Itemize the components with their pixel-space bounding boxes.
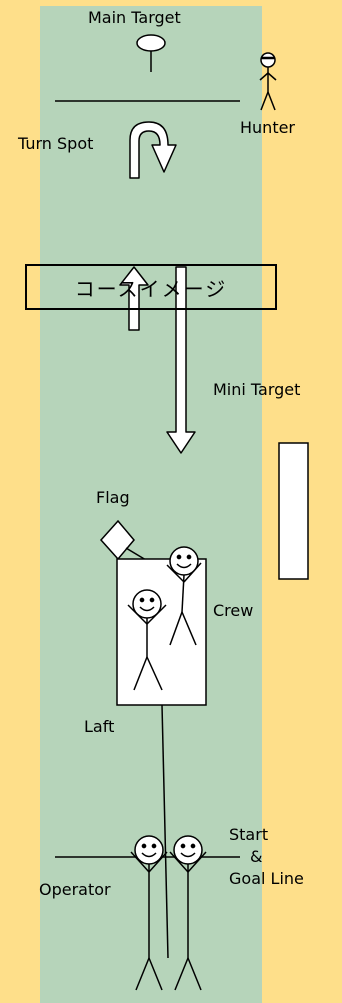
course-image-box: コースイメージ <box>25 264 277 310</box>
crew-label: Crew <box>213 603 253 619</box>
flag-label: Flag <box>96 490 130 506</box>
turn-spot-label: Turn Spot <box>18 136 93 152</box>
start-label: Start <box>229 827 268 843</box>
operator-label: Operator <box>39 882 111 898</box>
hunter-label: Hunter <box>240 120 295 136</box>
main-target-label: Main Target <box>88 10 181 26</box>
goal-line-label: Goal Line <box>229 871 304 887</box>
mini-target-icon <box>279 443 308 579</box>
laft-label: Laft <box>84 719 114 735</box>
ampersand-label: & <box>250 849 262 865</box>
laft-raft <box>117 559 206 705</box>
mini-target-label: Mini Target <box>213 382 300 398</box>
hunter-icon <box>260 53 276 110</box>
course-image-label: コースイメージ <box>75 273 228 302</box>
